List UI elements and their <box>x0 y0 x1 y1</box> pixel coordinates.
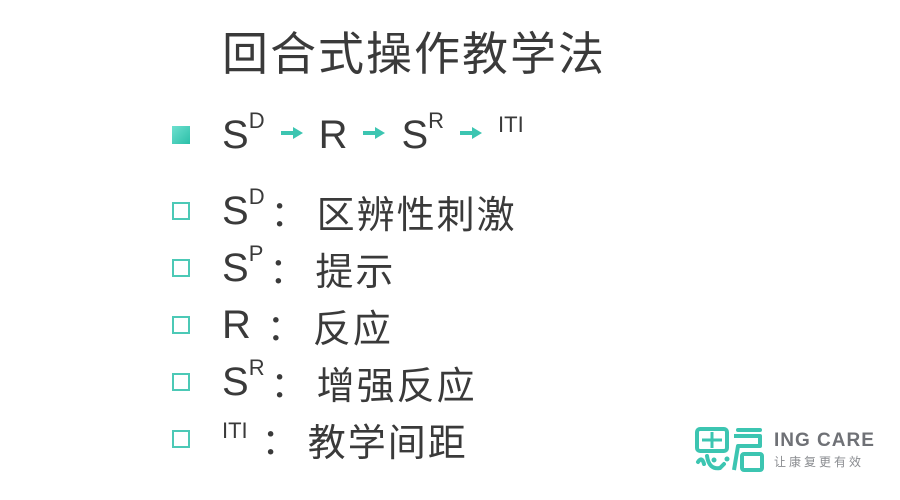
open-square-bullet-icon <box>172 430 190 448</box>
definition-desc: 区辨性刺激 <box>316 192 517 237</box>
definition-colon: ： <box>261 422 298 463</box>
sr-symbol: S <box>401 113 429 157</box>
definition-term: S <box>222 246 249 290</box>
definition-item: ITI ： 教学间距 <box>172 414 468 465</box>
definition-term: ITI <box>222 418 248 443</box>
definition-term-sup: P <box>248 241 264 266</box>
arrow-right-icon <box>363 127 386 139</box>
definition-term: R <box>222 303 251 347</box>
brand-text: ING CARE 让康复更有效 <box>774 430 875 470</box>
brand-mark-icon <box>695 427 764 472</box>
sd-superscript: D <box>248 108 265 133</box>
r-symbol: R <box>318 113 348 157</box>
definition-desc: 增强反应 <box>316 363 477 408</box>
definition-term: S <box>222 360 249 404</box>
open-square-bullet-icon <box>172 202 190 220</box>
filled-square-bullet-icon <box>172 126 190 144</box>
iti-symbol: ITI <box>498 112 524 137</box>
definition-term: S <box>222 189 249 233</box>
definition-desc: 提示 <box>315 249 396 294</box>
sr-superscript: R <box>428 108 445 133</box>
open-square-bullet-icon <box>172 373 190 391</box>
definition-item: R ： 反应 <box>172 300 393 351</box>
brand-name-en: ING CARE <box>774 430 875 451</box>
sd-symbol: S <box>222 113 249 157</box>
arrow-right-icon <box>460 127 483 139</box>
definition-desc: 教学间距 <box>307 420 468 465</box>
open-square-bullet-icon <box>172 316 190 334</box>
open-square-bullet-icon <box>172 259 190 277</box>
definition-colon: ： <box>270 365 307 406</box>
brand-slogan-cn: 让康复更有效 <box>774 455 865 469</box>
brand-logo: ING CARE 让康复更有效 <box>694 426 875 474</box>
definition-term-sup: D <box>248 184 265 209</box>
definition-colon: ： <box>269 251 306 292</box>
arrow-right-icon <box>280 127 303 139</box>
definition-desc: 反应 <box>312 306 393 351</box>
definition-colon: ： <box>270 194 307 235</box>
definition-colon: ： <box>266 308 303 349</box>
definition-term-sup: R <box>248 355 265 380</box>
page-title: 回合式操作教学法 <box>222 27 606 81</box>
